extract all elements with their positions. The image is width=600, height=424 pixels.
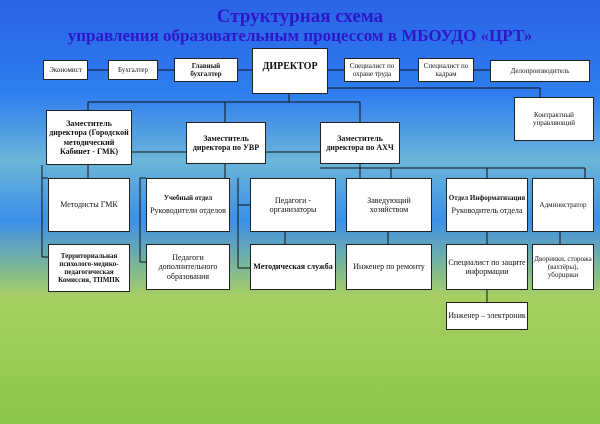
electronics-engineer-box: Инженер – электроник (446, 302, 528, 330)
organizers-box: Педагоги - организаторы (250, 178, 336, 232)
add-ed-teachers-box: Педагоги дополнительного образования (146, 244, 230, 290)
it-dept-box: Отдел Информатизация Руководитель отдела (446, 178, 528, 232)
deputy-gmk-box: Заместитель директора (Городской методич… (46, 110, 132, 165)
pmpk-box: Территориальная психолого-медико-педагог… (48, 244, 130, 292)
methodists-box: Методисты ГМК (48, 178, 130, 232)
economist-box: Экономист (43, 60, 88, 80)
diagram-subtitle: управления образовательным процессом в М… (67, 26, 533, 45)
method-service-box: Методическая служба (250, 244, 336, 290)
accountant-box: Бухгалтер (108, 60, 158, 80)
hr-specialist-box: Специалист по кадрам (418, 58, 474, 82)
records-clerk-box: Делопроизводитель (490, 60, 590, 82)
chief-accountant-box: Главный бухгалтер (174, 58, 238, 82)
deputy-uvr-box: Заместитель директора по УВР (186, 122, 266, 164)
deputy-ahch-box: Заместитель директора по АХЧ (320, 122, 400, 164)
diagram-title: Структурная схема (216, 6, 384, 27)
repair-engineer-box: Инженер по ремонту (346, 244, 432, 290)
janitors-box: Дворники, сторожа (вахтёры), уборщики (532, 244, 594, 290)
contract-manager-box: Контрактный управляющий (514, 97, 594, 141)
housekeeping-box: Заведующий хозяйством (346, 178, 432, 232)
labor-safety-box: Специалист по охране труда (344, 58, 400, 82)
edu-dept-box: Учебный отдел Руководители отделов (146, 178, 230, 232)
info-security-box: Специалист по защите информации (446, 244, 528, 290)
director-box: ДИРЕКТОР (252, 48, 328, 94)
administrator-box: Администратор (532, 178, 594, 232)
